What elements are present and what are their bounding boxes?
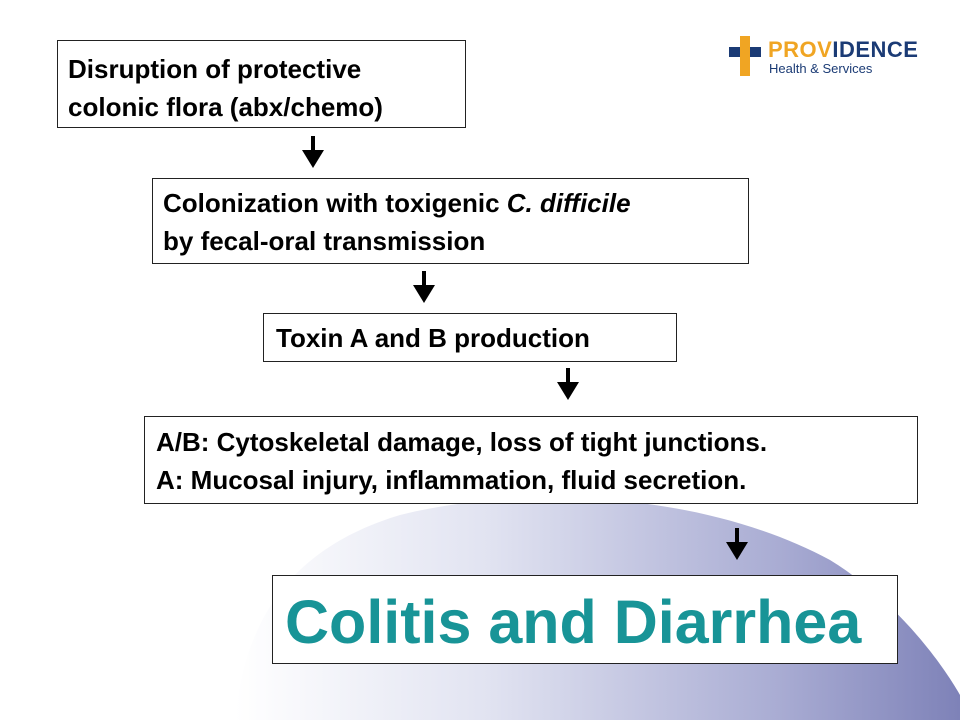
step-2-organism: C. difficile [506,188,631,218]
arrow-down-icon [413,271,435,303]
step-2-box: Colonization with toxigenic C. difficile… [152,178,749,264]
providence-logo: PROVIDENCE Health & Services [729,36,929,80]
arrow-down-icon [557,368,579,400]
step-2-line-2: by fecal-oral transmission [163,226,486,256]
step-3-line-1: Toxin A and B production [276,323,590,353]
step-1-line-2: colonic flora (abx/chemo) [68,92,383,122]
step-2-line-1: Colonization with toxigenic C. difficile [163,184,748,222]
step-1-line-1: Disruption of protective [68,54,362,84]
logo-name-rest: IDENCE [832,37,919,62]
outcome-label: Colitis and Diarrhea [285,588,862,656]
logo-tagline: Health & Services [769,61,873,76]
step-3-box: Toxin A and B production [263,313,677,362]
logo-name-accent: PROV [768,37,833,62]
step-4-line-1: A/B: Cytoskeletal damage, loss of tight … [156,427,768,457]
step-4-line-2: A: Mucosal injury, inflammation, fluid s… [156,465,747,495]
outcome-box: Colitis and Diarrhea [272,575,898,664]
step-1-box: Disruption of protective colonic flora (… [57,40,466,128]
cross-icon [729,36,761,76]
arrow-down-icon [302,136,324,168]
step-2-line-1-text: Colonization with toxigenic [163,188,507,218]
step-4-box: A/B: Cytoskeletal damage, loss of tight … [144,416,918,504]
arrow-down-icon [726,528,748,560]
logo-wordmark: PROVIDENCE [768,38,918,62]
